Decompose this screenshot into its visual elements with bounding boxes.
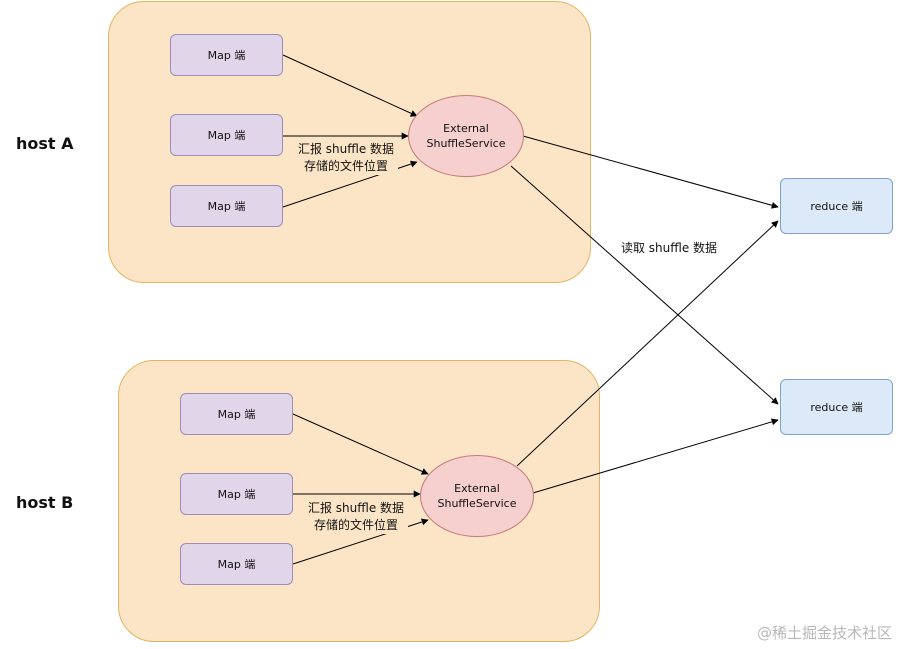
host-a-report-line1: 汇报 shuffle 数据 — [297, 142, 395, 156]
host-b-label: host B — [16, 493, 74, 512]
service-a-line2: ShuffleService — [426, 137, 506, 150]
arrow-a-map1-service — [282, 54, 418, 117]
host-b-map-node-2: Map 端 — [180, 473, 293, 515]
arrow-b-map1-service — [292, 413, 429, 475]
reduce-node-2: reduce 端 — [780, 379, 893, 435]
host-b-report-label: 汇报 shuffle 数据 存储的文件位置 — [304, 500, 408, 534]
host-b-report-line2: 存储的文件位置 — [313, 518, 398, 532]
service-b-line1: External — [454, 482, 500, 495]
service-b-line2: ShuffleService — [437, 497, 517, 510]
arrow-service-b-reduce1 — [516, 220, 779, 467]
host-a-map-node-2: Map 端 — [170, 114, 283, 156]
host-a-report-label: 汇报 shuffle 数据 存储的文件位置 — [294, 141, 398, 175]
host-a-map-node-1: Map 端 — [170, 34, 283, 76]
host-a-map-node-3: Map 端 — [170, 185, 283, 227]
watermark: @稀土掘金技术社区 — [756, 624, 892, 642]
arrow-service-a-reduce1 — [522, 135, 779, 209]
host-b-map-node-3: Map 端 — [180, 543, 293, 585]
host-a-label: host A — [16, 134, 74, 153]
host-b-map-node-1: Map 端 — [180, 393, 293, 435]
host-b-report-line1: 汇报 shuffle 数据 — [307, 501, 405, 515]
arrow-service-a-reduce2 — [510, 165, 779, 405]
host-a-report-line2: 存储的文件位置 — [303, 159, 388, 173]
reduce-node-1: reduce 端 — [780, 178, 893, 234]
service-a-line1: External — [443, 122, 489, 135]
read-shuffle-label: 读取 shuffle 数据 — [616, 240, 722, 257]
arrow-service-b-reduce2 — [532, 418, 779, 494]
